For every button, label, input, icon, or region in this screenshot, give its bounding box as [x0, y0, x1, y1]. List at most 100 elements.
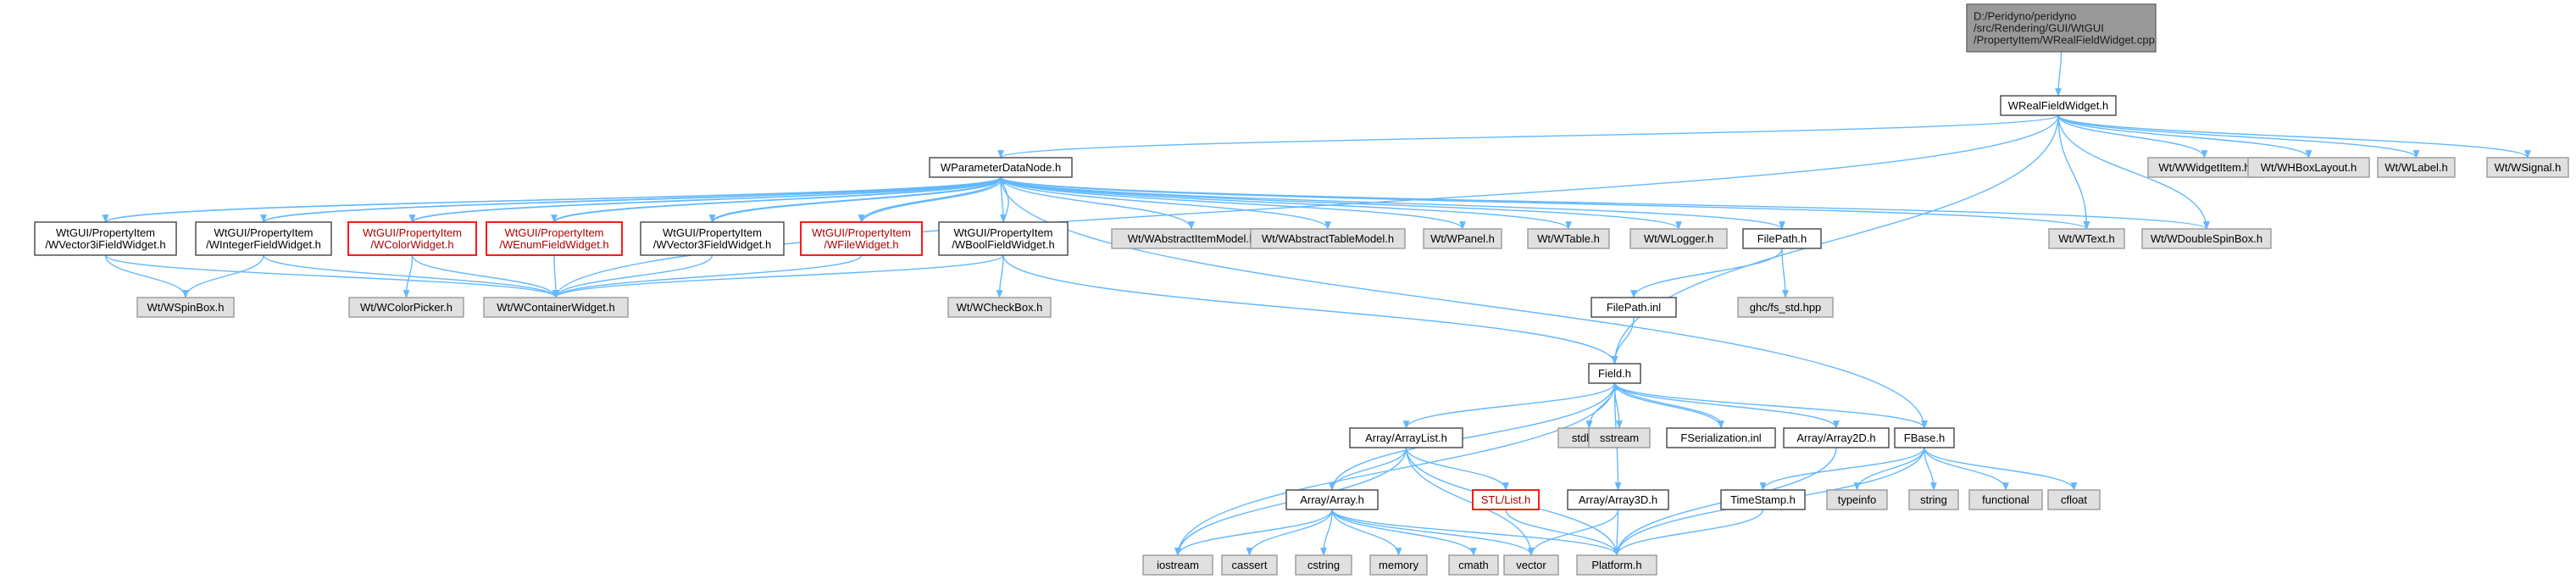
node-box: [34, 221, 177, 256]
node-label: WtGUI/PropertyItem: [214, 226, 313, 239]
node-wlogger-h[interactable]: Wt/WLogger.h: [1629, 228, 1728, 249]
node-label: WtGUI/PropertyItem: [504, 226, 603, 239]
node-label: Wt/WColorPicker.h: [360, 301, 452, 314]
node-string[interactable]: string: [1908, 489, 1959, 510]
node-cstring[interactable]: cstring: [1295, 554, 1352, 576]
edge-fbase-h-to-string: [1924, 447, 1937, 491]
node-fbase-h[interactable]: FBase.h: [1894, 427, 1955, 448]
node-box: [1576, 554, 1657, 576]
node-box: [195, 221, 332, 256]
node-label: WtGUI/PropertyItem: [812, 226, 911, 239]
node-box: [348, 297, 464, 318]
node-fserialization-inl[interactable]: FSerialization.inl: [1666, 427, 1776, 448]
node-typeinfo[interactable]: typeinfo: [1826, 489, 1888, 510]
edge-wvector3ifieldwidget-h-to-wcontainerwidget-h: [104, 254, 559, 298]
edge-field-h-to-iostream: [1174, 382, 1616, 556]
node-label: WParameterDataNode.h: [941, 161, 1061, 174]
node-box: [1567, 489, 1669, 510]
node-box: [800, 221, 923, 256]
node-array3d-h[interactable]: Array/Array3D.h: [1567, 489, 1669, 510]
node-wintegerfieldwidget-h[interactable]: WtGUI/PropertyItem/WIntegerFieldWidget.h: [195, 221, 332, 256]
node-vector[interactable]: vector: [1503, 554, 1559, 576]
node-label: TimeStamp.h: [1730, 493, 1796, 506]
dependency-edges: [102, 51, 2531, 556]
node-box: [2377, 157, 2456, 178]
node-box: [1349, 427, 1463, 448]
node-label: /WEnumFieldWidget.h: [499, 238, 608, 251]
edge-timestamp-h-to-platform-h: [1613, 509, 1764, 556]
node-label: cassert: [1232, 559, 1268, 571]
node-array2d-h[interactable]: Array/Array2D.h: [1783, 427, 1890, 448]
edge-array-h-to-platform-h: [1331, 509, 1620, 556]
node-ghc-fs-std-hpp[interactable]: ghc/fs_std.hpp: [1737, 297, 1834, 318]
node-wdoublespinbox-h[interactable]: Wt/WDoubleSpinBox.h: [2141, 228, 2272, 249]
node-wenumfieldwidget-h[interactable]: WtGUI/PropertyItem/WEnumFieldWidget.h: [486, 221, 623, 256]
node-label: FilePath.inl: [1607, 301, 1661, 314]
edge-wrealfieldwidget-h-to-wsignal-h: [2057, 114, 2531, 159]
node-box: [2247, 157, 2370, 178]
node-wrealfieldwidget-h[interactable]: WRealFieldWidget.h: [2000, 95, 2117, 116]
node-cmath[interactable]: cmath: [1448, 554, 1499, 576]
node-wwidgetitem-h[interactable]: Wt/WWidgetItem.h: [2147, 157, 2262, 178]
node-label: Wt/WSpinBox.h: [147, 301, 224, 314]
edge-wrealfieldwidget-h-to-wwidgetitem-h: [2057, 114, 2208, 159]
node-label: vector: [1516, 559, 1546, 571]
node-label: WtGUI/PropertyItem: [663, 226, 762, 239]
node-wabstractitemmodel-h[interactable]: Wt/WAbstractItemModel.h: [1111, 228, 1272, 249]
node-stl-list-h[interactable]: STL/List.h: [1472, 489, 1540, 510]
node-wtable-h[interactable]: Wt/WTable.h: [1527, 228, 1610, 249]
node-wparameterdatanode-h[interactable]: WParameterDataNode.h: [929, 157, 1073, 178]
edge-wboolfieldwidget-h-to-wcheckbox-h: [996, 254, 1004, 298]
node-wvector3ffieldwidget-h[interactable]: WtGUI/PropertyItem/WVector3FieldWidget.h: [640, 221, 785, 256]
node-box: [1968, 489, 2043, 510]
node-wcolorwidget-h[interactable]: WtGUI/PropertyItem/WColorWidget.h: [347, 221, 477, 256]
node-wboolfieldwidget-h[interactable]: WtGUI/PropertyItem/WBoolFieldWidget.h: [938, 221, 1069, 256]
node-cassert[interactable]: cassert: [1221, 554, 1278, 576]
node-wlabel-h[interactable]: Wt/WLabel.h: [2377, 157, 2456, 178]
node-wpanel-h[interactable]: Wt/WPanel.h: [1423, 228, 1502, 249]
node-label: FilePath.h: [1757, 232, 1807, 245]
node-box: [1142, 554, 1213, 576]
edge-wparameterdatanode-h-to-wtable-h: [1000, 176, 1572, 230]
node-timestamp-h[interactable]: TimeStamp.h: [1720, 489, 1806, 510]
node-wabstracttablemodel-h[interactable]: Wt/WAbstractTableModel.h: [1250, 228, 1406, 249]
edge-field-h-to-arraylist-h: [1402, 382, 1616, 429]
node-wfilewidget-h[interactable]: WtGUI/PropertyItem/WFileWidget.h: [800, 221, 923, 256]
node-box: [640, 221, 785, 256]
edge-wrealfieldwidget-h-to-wparameterdatanode-h: [997, 114, 2059, 159]
node-arraylist-h[interactable]: Array/ArrayList.h: [1349, 427, 1463, 448]
node-functional[interactable]: functional: [1968, 489, 2043, 510]
node-wcolorpicker-h[interactable]: Wt/WColorPicker.h: [348, 297, 464, 318]
node-label: Wt/WAbstractItemModel.h: [1128, 232, 1256, 245]
node-wcontainerwidget-h[interactable]: Wt/WContainerWidget.h: [483, 297, 629, 318]
node-iostream[interactable]: iostream: [1142, 554, 1213, 576]
file-nodes: D:/Peridyno/peridyno/src/Rendering/GUI/W…: [34, 3, 2569, 576]
node-filepath-inl[interactable]: FilePath.inl: [1591, 297, 1677, 318]
node-filepath-h[interactable]: FilePath.h: [1742, 228, 1822, 249]
node-whboxlayout-h[interactable]: Wt/WHBoxLayout.h: [2247, 157, 2370, 178]
node-box: [947, 297, 1052, 318]
node-platform-h[interactable]: Platform.h: [1576, 554, 1657, 576]
edge-wparameterdatanode-h-to-wpanel-h: [1000, 176, 1466, 230]
node-label: /WVector3FieldWidget.h: [653, 238, 771, 251]
node-array-h[interactable]: Array/Array.h: [1285, 489, 1379, 510]
node-box: [136, 297, 235, 318]
node-wcheckbox-h[interactable]: Wt/WCheckBox.h: [947, 297, 1052, 318]
node-box: [1527, 228, 1610, 249]
node-wtext-h[interactable]: Wt/WText.h: [2048, 228, 2125, 249]
node-sstream[interactable]: sstream: [1588, 427, 1651, 448]
node-box: [1826, 489, 1888, 510]
node-label: Platform.h: [1591, 559, 1641, 571]
node-label: Wt/WHBoxLayout.h: [2261, 161, 2357, 174]
node-cfloat[interactable]: cfloat: [2047, 489, 2101, 510]
node-wvector3ifieldwidget-h[interactable]: WtGUI/PropertyItem/WVector3iFieldWidget.…: [34, 221, 177, 256]
node-wspinbox-h[interactable]: Wt/WSpinBox.h: [136, 297, 235, 318]
node-label: STL/List.h: [1481, 493, 1531, 506]
node-root[interactable]: D:/Peridyno/peridyno/src/Rendering/GUI/W…: [1966, 3, 2157, 53]
node-label: Field.h: [1598, 367, 1631, 380]
node-label: WtGUI/PropertyItem: [363, 226, 462, 239]
node-memory[interactable]: memory: [1369, 554, 1428, 576]
node-label: Wt/WCheckBox.h: [957, 301, 1043, 314]
node-field-h[interactable]: Field.h: [1588, 363, 1641, 384]
node-wsignal-h[interactable]: Wt/WSignal.h: [2486, 157, 2569, 178]
